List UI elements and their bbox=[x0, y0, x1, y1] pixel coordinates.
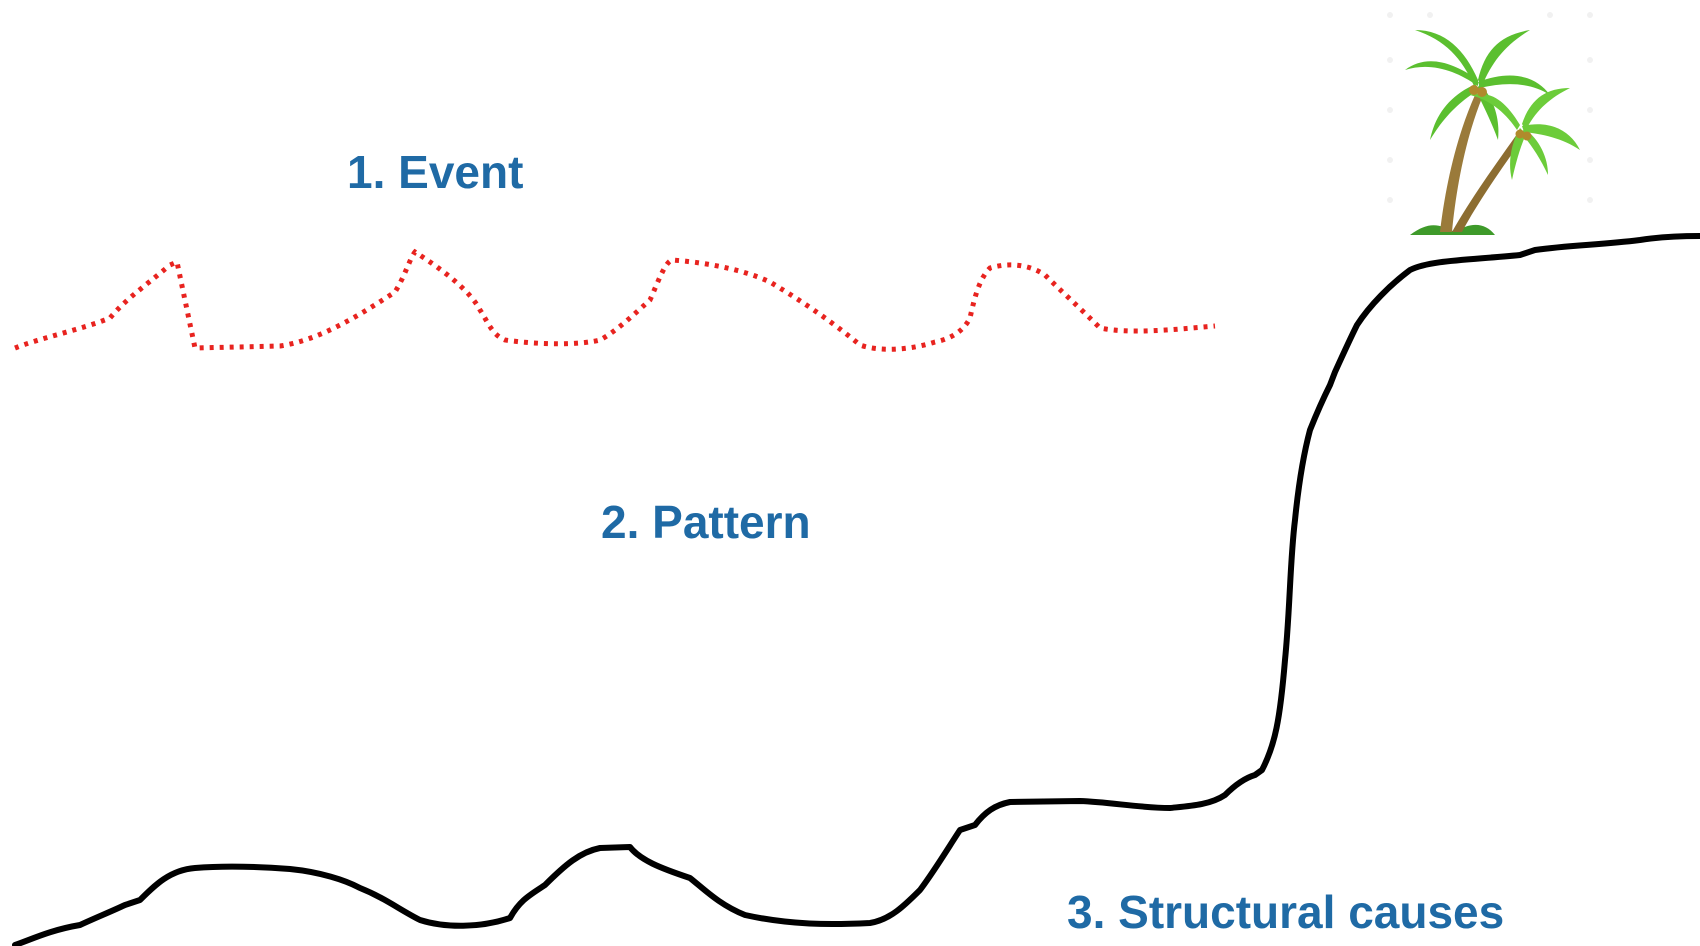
event-line bbox=[14, 248, 1216, 352]
event-label: 1. Event bbox=[347, 146, 524, 198]
structure-line bbox=[12, 233, 1700, 946]
palm-tree-icon bbox=[1387, 12, 1593, 235]
structural-causes-label: 3. Structural causes bbox=[1067, 886, 1505, 938]
pattern-label: 2. Pattern bbox=[601, 496, 811, 548]
